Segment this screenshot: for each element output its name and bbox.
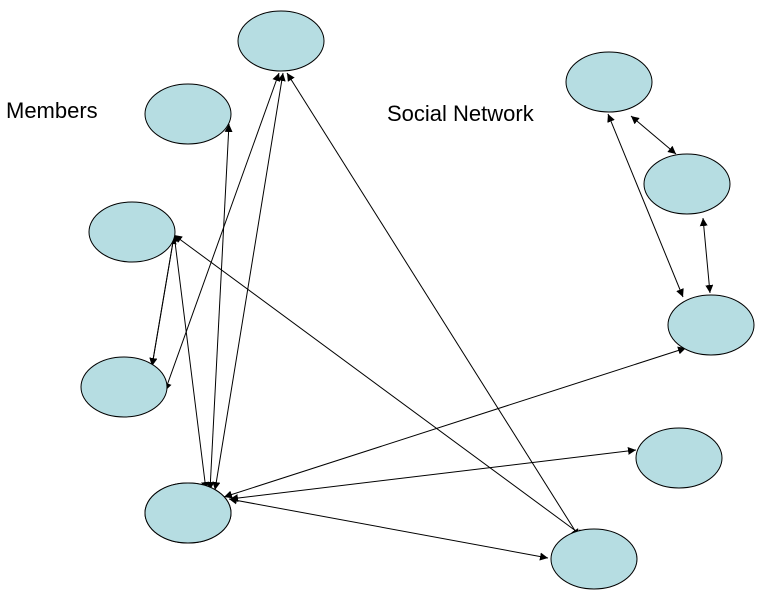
edge-n7-n8	[630, 115, 677, 155]
node-n8[interactable]	[643, 153, 731, 215]
node-n3[interactable]	[88, 201, 176, 263]
node-n1[interactable]	[237, 10, 325, 72]
edge-n6-n11	[228, 496, 549, 561]
edge-n2-n6	[206, 123, 233, 491]
edges-layer	[149, 72, 714, 561]
node-n4[interactable]	[80, 356, 168, 418]
node-n7[interactable]	[565, 51, 653, 113]
nodes-layer	[80, 10, 755, 590]
edge-n6-n9	[223, 346, 687, 499]
edge-n3-n6	[171, 233, 209, 491]
edge-n7-n9	[607, 113, 684, 298]
node-n2[interactable]	[144, 83, 232, 145]
node-n11[interactable]	[550, 528, 638, 590]
edge-n1-n11	[286, 72, 580, 538]
edge-n8-n9	[699, 217, 714, 294]
node-n9[interactable]	[667, 294, 755, 356]
edge-n3-n11	[173, 234, 585, 538]
edge-n6-n10	[229, 446, 637, 503]
node-n10[interactable]	[635, 427, 723, 489]
edge-n1-n6	[212, 72, 286, 491]
members-label: Members	[6, 98, 98, 123]
node-n6[interactable]	[144, 482, 232, 544]
